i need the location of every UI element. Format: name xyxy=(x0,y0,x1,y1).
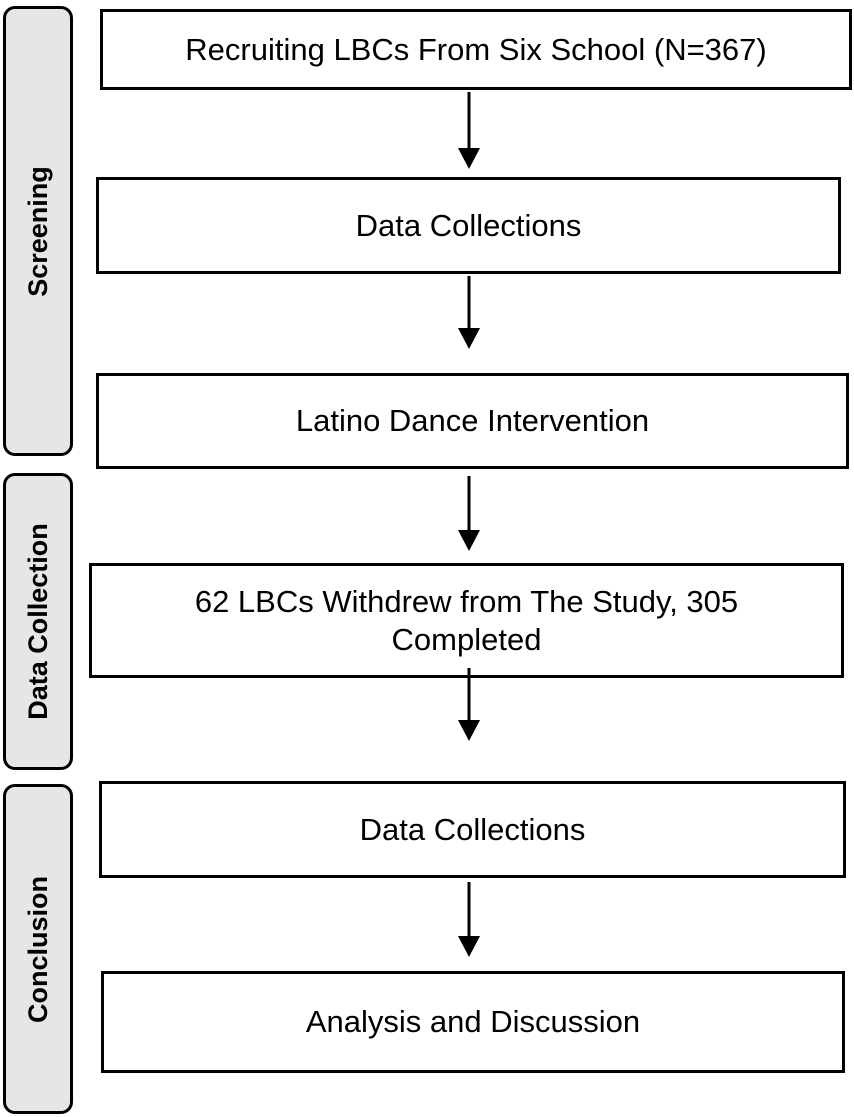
arrow-data-collections-to-analysis xyxy=(458,882,480,957)
flow-box-withdrawal: 62 LBCs Withdrew from The Study, 305 Com… xyxy=(89,563,844,678)
flow-box-data-collections-2: Data Collections xyxy=(99,781,846,878)
flow-box-intervention: Latino Dance Intervention xyxy=(96,373,849,469)
flow-box-analysis: Analysis and Discussion xyxy=(101,971,845,1073)
stage-tab-screening: Screening xyxy=(3,6,73,456)
flow-box-recruiting-text: Recruiting LBCs From Six School (N=367) xyxy=(185,31,767,67)
stage-tab-conclusion: Conclusion xyxy=(3,784,73,1114)
flow-box-analysis-text: Analysis and Discussion xyxy=(305,1004,641,1039)
flow-box-data-collections-2-text: Data Collections xyxy=(359,811,586,847)
arrow-data-collections-to-intervention xyxy=(458,276,480,349)
flow-box-recruiting: Recruiting LBCs From Six School (N=367) xyxy=(100,9,852,90)
flow-box-data-collections-1: Data Collections xyxy=(96,177,841,274)
flow-box-intervention-text: Latino Dance Intervention xyxy=(295,403,650,438)
flow-box-withdrawal-text: 62 LBCs Withdrew from The Study, 305 Com… xyxy=(194,583,739,657)
arrow-withdrawal-to-data-collections xyxy=(458,668,480,741)
arrow-intervention-to-withdrawal xyxy=(458,476,480,551)
stage-tab-data-collection: Data Collection xyxy=(3,473,73,770)
arrow-recruiting-to-data-collections xyxy=(458,92,480,169)
flow-box-data-collections-1-text: Data Collections xyxy=(355,207,582,243)
